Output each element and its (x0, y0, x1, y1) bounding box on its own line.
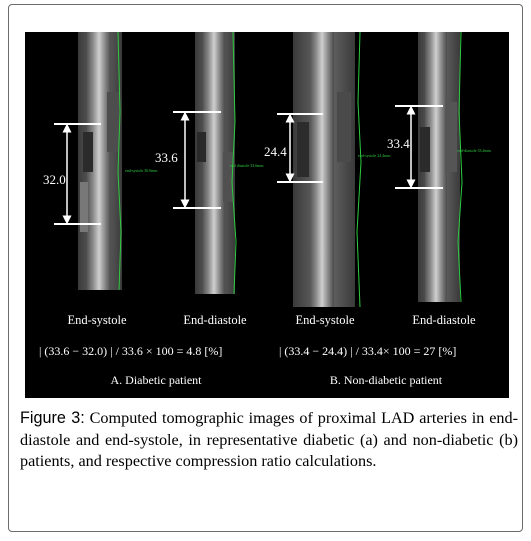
ct-panel-2: end diastole 33.6mm (195, 32, 264, 295)
group-label-non-diabetic: B. Non-diabetic patient (330, 373, 443, 387)
measurement-label-4: 33.4 (387, 136, 410, 151)
measurement-marker-3: 24.4 (264, 113, 323, 183)
measurement-marker-4: 33.4 (387, 105, 443, 189)
measurement-label-2: 33.6 (155, 150, 178, 165)
ct-panel-4: end-diastole 33.4mm (418, 32, 492, 303)
ct-panel-1: end-systole 30.0mm (78, 32, 158, 291)
caption-text: Computed tomographic images of proximal … (20, 409, 518, 470)
formula-non-diabetic: | (33.4 − 24.4) | / 33.4× 100 = 27 [%] (279, 344, 456, 358)
measurement-label-1: 32.0 (43, 172, 66, 187)
formula-diabetic: | (33.6 − 32.0) | / 33.6 × 100 = 4.8 [%] (39, 344, 222, 358)
ct-figure: end-systole 30.0mm 32.0 end diastole 33.… (25, 32, 509, 398)
figure-caption: Figure 3: Computed tomographic images of… (20, 408, 518, 473)
overlay-label-4: end-diastole 33.4mm (457, 148, 492, 153)
panel-title-1: End-systole (67, 313, 126, 327)
panel-title-2: End-diastole (183, 313, 247, 327)
measurement-marker-2: 33.6 (155, 111, 221, 209)
overlay-label-2: end diastole 33.6mm (230, 163, 264, 168)
caption-label: Figure 3: (20, 409, 85, 427)
overlay-label-1: end-systole 30.0mm (125, 168, 158, 173)
measurement-marker-1: 32.0 (43, 123, 101, 225)
panel-title-4: End-diastole (412, 313, 476, 327)
measurement-label-3: 24.4 (264, 144, 287, 159)
group-label-diabetic: A. Diabetic patient (111, 373, 203, 387)
overlay-label-3: end-systole 24.4mm (358, 153, 391, 158)
ct-panel-3: end-systole 24.4mm (293, 32, 391, 308)
panel-title-3: End-systole (295, 313, 354, 327)
